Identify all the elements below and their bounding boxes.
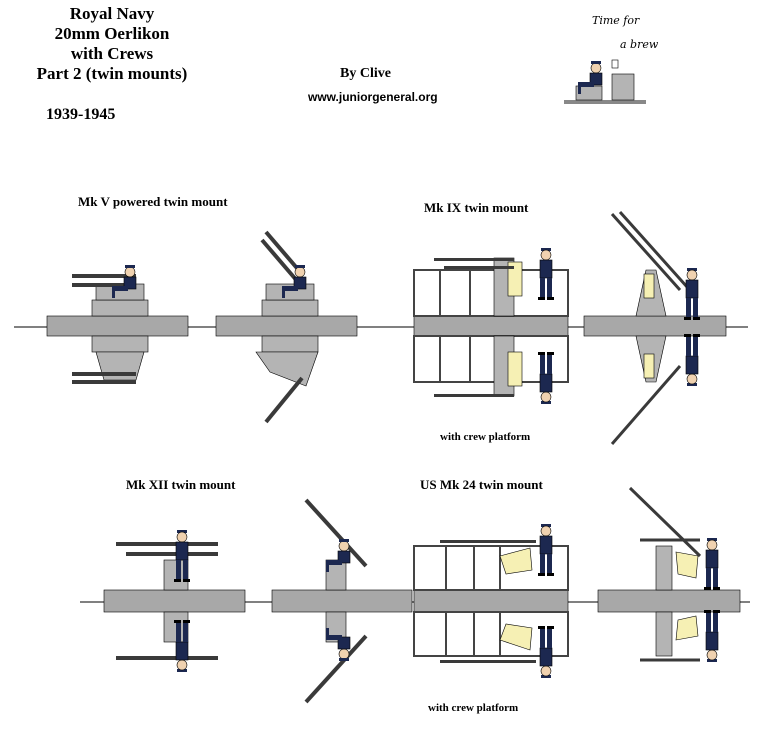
author-byline: By Clive [340, 66, 391, 81]
deck-mk5-a [46, 315, 189, 337]
us24-platform-a [413, 523, 569, 679]
label-mk5: Mk V powered twin mount [78, 194, 228, 209]
deck-mk12-a [103, 589, 246, 613]
mk12-mount-a [116, 529, 218, 673]
mk9-platform-a [413, 247, 569, 405]
deck-us24-b [597, 589, 741, 613]
label-mk9: Mk IX twin mount [424, 200, 529, 215]
brew-caption-1: Time for [592, 14, 640, 27]
years-label: 1939-1945 [46, 106, 116, 123]
mk5-mount-a [72, 264, 149, 384]
us24-mount-b [628, 486, 721, 663]
mk9-mount-b [610, 210, 701, 445]
brew-scene [564, 59, 646, 104]
label-us24-platform: with crew platform [428, 702, 519, 714]
deck-us24-a [413, 589, 569, 613]
title-line-4: Part 2 (twin mounts) [36, 64, 188, 83]
deck-mk9-a [413, 315, 569, 337]
label-mk9-platform: with crew platform [440, 431, 531, 443]
mk12-mount-b [304, 498, 368, 704]
title-line-3: with Crews [70, 44, 154, 63]
title-line-1: Royal Navy [69, 4, 155, 23]
deck-mk5-b [215, 315, 358, 337]
label-us24: US Mk 24 twin mount [420, 477, 543, 492]
deck-mk12-b [271, 589, 413, 613]
mk5-mount-b [255, 230, 319, 424]
site-url[interactable]: www.juniorgeneral.org [308, 90, 438, 104]
brew-caption-2: a brew [620, 38, 659, 51]
title-line-2: 20mm Oerlikon [54, 24, 170, 43]
deck-mk9-b [583, 315, 727, 337]
label-mk12: Mk XII twin mount [126, 477, 236, 492]
